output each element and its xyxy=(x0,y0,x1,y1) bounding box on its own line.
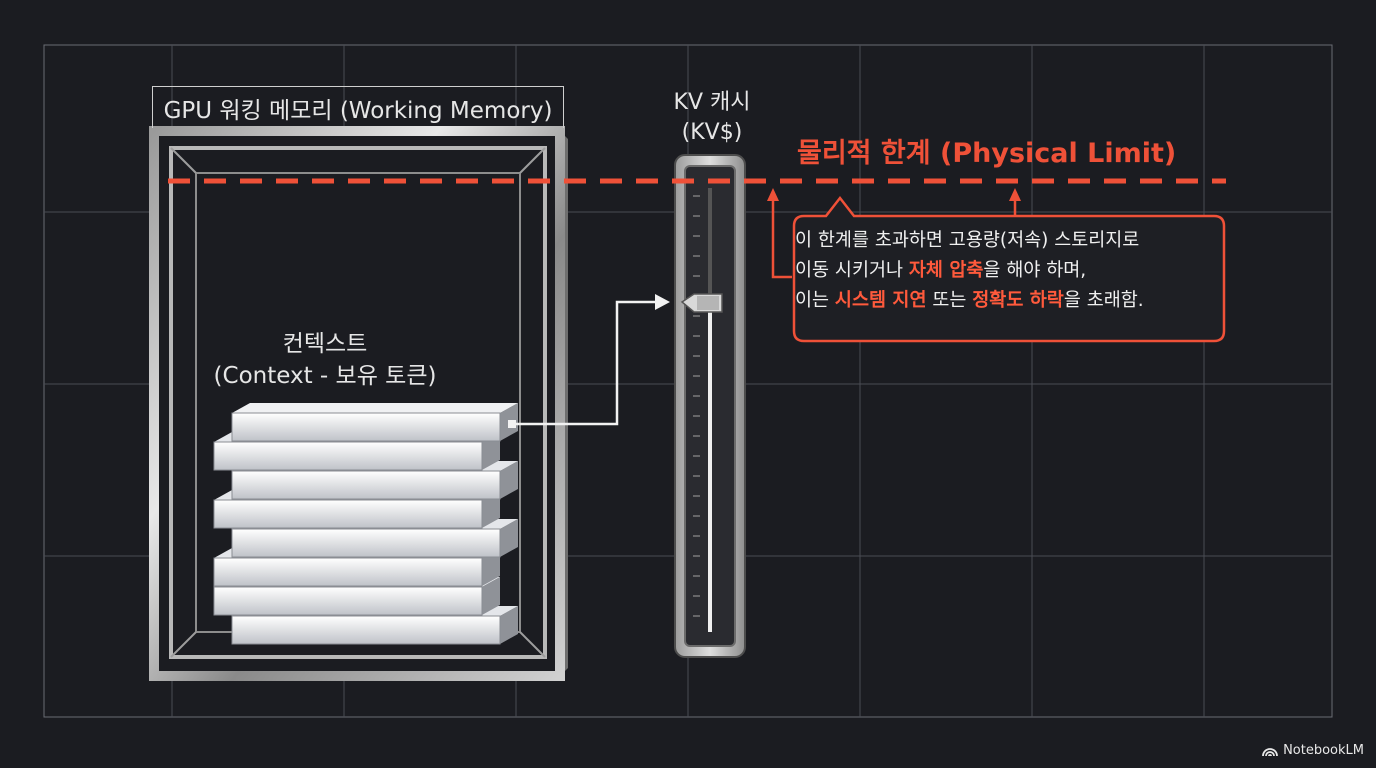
highlight-accuracy-drop: 정확도 하락 xyxy=(972,290,1064,311)
callout-line-2: 이동 시키거나 자체 압축을 해야 하며, xyxy=(795,256,1223,286)
physical-limit-label: 물리적 한계 (Physical Limit) xyxy=(797,138,1177,169)
context-label: 컨텍스트 (Context - 보유 토큰) xyxy=(210,328,440,392)
context-label-line1: 컨텍스트 xyxy=(282,331,368,357)
context-token-stack xyxy=(213,403,518,645)
brand-name: NotebookLM xyxy=(1283,743,1364,758)
highlight-self-compression: 자체 압축 xyxy=(908,260,984,281)
callout-box xyxy=(792,195,1226,343)
callout-line-3: 이는 시스템 지연 또는 정확도 하락을 초래함. xyxy=(795,286,1223,316)
context-to-gauge-arrow xyxy=(508,294,670,428)
gpu-memory-title: GPU 워킹 메모리 (Working Memory) xyxy=(152,86,564,128)
callout-line-3-b: 또는 xyxy=(926,290,973,311)
kv-cache-label-line2: (KV$) xyxy=(681,120,743,145)
brand-watermark: NotebookLM xyxy=(1262,743,1364,758)
notebooklm-logo-icon xyxy=(1262,747,1278,756)
kv-cache-gauge xyxy=(674,154,746,658)
callout-line-3-c: 을 초래함. xyxy=(1063,290,1144,311)
callout-text: 이 한계를 초과하면 고용량(저속) 스토리지로 이동 시키거나 자체 압축을 … xyxy=(795,226,1223,316)
callout-line-3-a: 이는 xyxy=(795,290,835,311)
kv-cache-label-line1: KV 캐시 xyxy=(673,90,751,115)
context-label-line2: (Context - 보유 토큰) xyxy=(213,363,437,389)
kv-gauge-marker xyxy=(680,293,723,313)
callout-line-1: 이 한계를 초과하면 고용량(저속) 스토리지로 xyxy=(795,230,1140,251)
callout-line-2-a: 이동 시키거나 xyxy=(795,260,909,281)
kv-cache-label: KV 캐시 (KV$) xyxy=(668,88,756,148)
highlight-system-latency: 시스템 지연 xyxy=(834,290,927,311)
token-slab xyxy=(231,403,518,442)
callout-line-2-b: 을 해야 하며, xyxy=(983,260,1087,281)
